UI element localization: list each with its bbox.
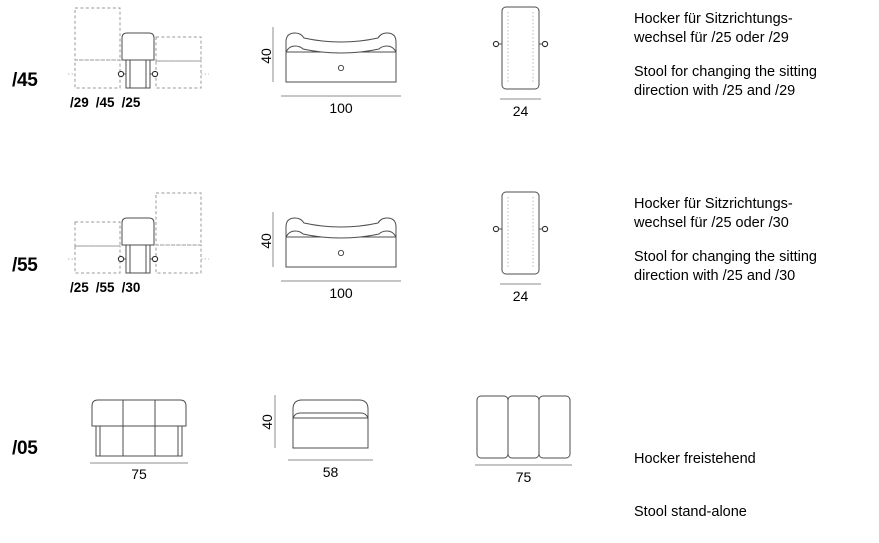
description-english-line1: Stool for changing the sitting <box>634 64 817 80</box>
side-width-dimension-label: 24 <box>512 103 529 119</box>
plan-sublabel: /55 <box>95 280 115 295</box>
plan-view-drawing <box>68 192 209 274</box>
plan-view-drawing <box>90 399 188 464</box>
height-dimension-label: 40 <box>258 233 274 249</box>
description-05: Hocker freistehend Stool stand-alone <box>634 370 874 543</box>
row-code-label: /55 <box>12 255 38 276</box>
connector-knob-icon <box>151 255 159 263</box>
side-view-drawing <box>492 191 549 285</box>
description-german: Hocker für Sitzrichtungs- wechsel für /2… <box>634 10 872 48</box>
spec-row-45: /45 <box>0 0 879 173</box>
end-view-drawing <box>475 395 572 466</box>
description-english-line2: direction with /25 and /30 <box>634 268 796 284</box>
side-view-55: 24 <box>455 185 605 358</box>
front-elevation-drawing <box>272 27 401 97</box>
side-view-45: 24 <box>455 0 605 173</box>
end-view-05: 75 <box>455 370 605 543</box>
description-45: Hocker für Sitzrichtungs- wechsel für /2… <box>634 0 874 173</box>
description-english-line1: Stool for changing the sitting <box>634 249 817 265</box>
height-dimension-label: 40 <box>258 48 274 64</box>
description-german: Hocker für Sitzrichtungs- wechsel für /2… <box>634 195 872 233</box>
front-elevation-45: 40 100 <box>248 0 428 173</box>
plan-sublabel: /25 <box>70 280 89 295</box>
connector-knob-icon <box>492 225 500 233</box>
front-elevation-55: 40 100 <box>248 185 428 358</box>
side-width-dimension-label: 24 <box>512 288 529 304</box>
plan-sublabels: /25 /55 /30 <box>62 280 232 295</box>
cushion-button-icon <box>337 249 345 257</box>
width-dimension-label: 100 <box>329 285 353 301</box>
description-english-line1: Stool stand-alone <box>634 504 747 520</box>
row-code-label: /45 <box>12 70 38 91</box>
front-elevation-drawing <box>274 395 373 461</box>
plan-view-05: 75 <box>62 370 232 543</box>
description-german-line1: Hocker für Sitzrichtungs- <box>634 11 793 27</box>
connector-knob-icon <box>151 70 159 78</box>
end-width-dimension-label: 75 <box>515 469 532 485</box>
description-german-line2: wechsel für /25 oder /30 <box>634 215 789 231</box>
width-dimension-label: 58 <box>322 464 339 480</box>
connector-knob-icon <box>492 40 500 48</box>
description-german-line1: Hocker freistehend <box>634 451 756 467</box>
description-german-line1: Hocker für Sitzrichtungs- <box>634 196 793 212</box>
spec-row-05: /05 75 <box>0 370 879 543</box>
specification-sheet: /45 <box>0 0 879 520</box>
connector-knob-icon <box>541 40 549 48</box>
connector-knob-icon <box>541 225 549 233</box>
plan-sublabel: /25 <box>121 95 141 110</box>
plan-view-drawing <box>68 7 209 89</box>
spec-row-55: /55 /25 <box>0 185 879 358</box>
plan-sublabel: /45 <box>95 95 115 110</box>
description-english: Stool for changing the sitting direction… <box>634 248 872 286</box>
plan-width-dimension-label: 75 <box>131 466 147 482</box>
description-english: Stool for changing the sitting direction… <box>634 63 872 101</box>
front-elevation-drawing <box>272 212 401 282</box>
cushion-button-icon <box>337 64 345 72</box>
connector-knob-icon <box>117 70 125 78</box>
plan-view-55: /25 /55 /30 <box>62 185 232 358</box>
description-55: Hocker für Sitzrichtungs- wechsel für /2… <box>634 185 874 358</box>
description-english-line2: direction with /25 and /29 <box>634 83 796 99</box>
plan-sublabels: /29 /45 /25 <box>62 95 232 110</box>
height-dimension-label: 40 <box>259 414 275 430</box>
front-elevation-05: 40 58 <box>248 370 428 543</box>
side-view-drawing <box>492 6 549 100</box>
description-english: Stool stand-alone <box>634 503 872 522</box>
plan-sublabel: /30 <box>121 280 141 295</box>
row-code-label: /05 <box>12 438 38 459</box>
description-german-line2: wechsel für /25 oder /29 <box>634 30 789 46</box>
width-dimension-label: 100 <box>329 100 353 116</box>
description-german: Hocker freistehend <box>634 450 872 469</box>
connector-knob-icon <box>117 255 125 263</box>
plan-view-45: /29 /45 /25 <box>62 0 232 173</box>
plan-sublabel: /29 <box>70 95 89 110</box>
